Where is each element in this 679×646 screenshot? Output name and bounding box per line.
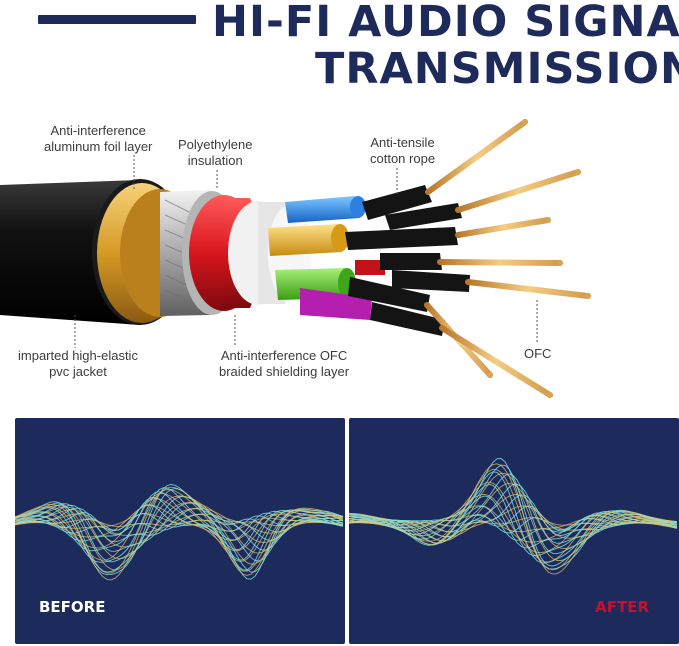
label-cotton-rope: Anti-tensile cotton rope	[370, 135, 436, 166]
after-waveform-panel: AFTER	[349, 418, 679, 644]
before-waveform-panel: BEFORE	[15, 418, 345, 644]
label-braided-shield: Anti-interference OFC braided shielding …	[219, 348, 350, 379]
after-waveform	[349, 458, 678, 575]
waveform-line	[349, 464, 678, 567]
inner-black-sheaths	[345, 185, 470, 336]
label-foil-layer: Anti-interference aluminum foil layer	[44, 123, 153, 154]
title-line-2: TRANSMISSION	[315, 44, 679, 94]
waveform-line	[15, 495, 344, 571]
before-waveform	[15, 484, 344, 581]
waveform-line	[349, 463, 678, 575]
waveform-line	[15, 484, 344, 580]
ofc-conductors	[424, 119, 591, 398]
cable-cross-section-illustration	[0, 119, 591, 398]
label-ofc: OFC	[524, 346, 552, 361]
title-line-1: HI-FI AUDIO SIGNAL	[212, 0, 679, 47]
waveform-line	[15, 489, 344, 574]
waveform-line	[15, 496, 344, 563]
before-label: BEFORE	[39, 598, 106, 616]
label-pvc-jacket: imparted high-elastic pvc jacket	[18, 348, 138, 379]
waveform-line	[349, 472, 678, 561]
after-label: AFTER	[595, 598, 649, 616]
title-accent-bar	[38, 15, 196, 24]
waveform-line	[15, 502, 344, 560]
waveform-line	[15, 497, 344, 551]
waveform-line	[15, 486, 344, 581]
page-title: HI-FI AUDIO SIGNAL TRANSMISSION	[0, 0, 679, 100]
label-polyethylene: Polyethylene insulation	[178, 137, 253, 168]
waveform-line	[15, 513, 344, 536]
waveform-line	[349, 494, 677, 538]
